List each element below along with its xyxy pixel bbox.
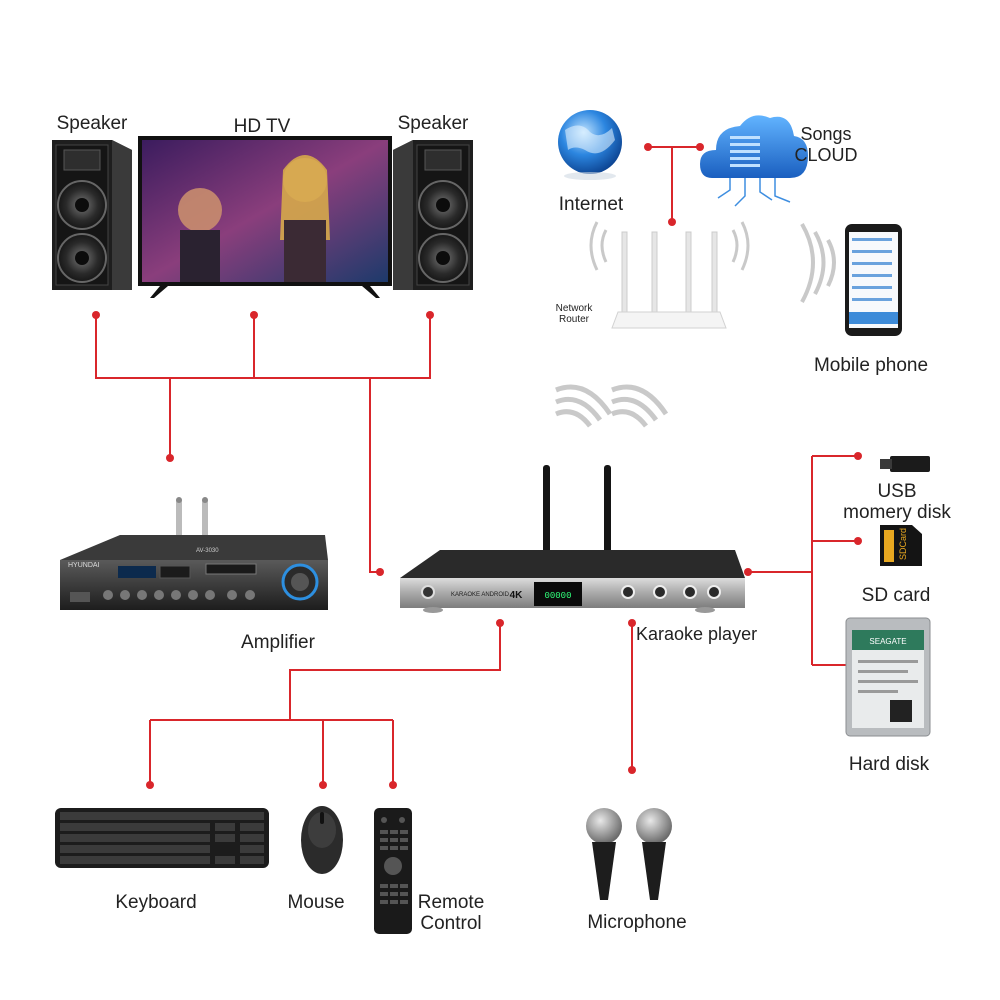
- label-mobile-phone: Mobile phone: [813, 355, 929, 376]
- hard-disk-image: SEAGATE: [845, 617, 931, 737]
- line-player-peripherals: [289, 623, 501, 720]
- svg-text:00000: 00000: [544, 591, 571, 601]
- amplifier-image: [60, 497, 328, 610]
- label-hd-tv: HD TV: [233, 116, 291, 137]
- cloud-image: [700, 115, 808, 207]
- svg-text:SEAGATE: SEAGATE: [869, 637, 906, 646]
- keyboard-image: [55, 808, 269, 868]
- label-amplifier: Amplifier: [241, 632, 315, 653]
- label-remote-2: Control: [420, 913, 482, 934]
- svg-text:4K: 4K: [510, 590, 524, 601]
- label-microphone: Microphone: [587, 912, 687, 933]
- line-speaker-left: [95, 315, 431, 379]
- hd-tv-image: [138, 136, 392, 298]
- svg-text:SDCard: SDCard: [898, 528, 908, 560]
- mobile-phone-image: [800, 222, 902, 336]
- remote-control-image: [374, 808, 412, 934]
- speaker-right-image: [393, 140, 473, 290]
- amp-model-text: AV-3030: [196, 548, 219, 554]
- label-hard-disk: Hard disk: [848, 754, 930, 775]
- label-remote-1: Remote: [417, 892, 485, 913]
- label-usb-2: momery disk: [843, 502, 951, 523]
- amp-brand-text: HYUNDAI: [68, 562, 100, 569]
- usb-disk-image: [880, 456, 930, 472]
- label-karaoke-player: Karaoke player: [636, 624, 758, 644]
- router-image: [589, 221, 750, 329]
- svg-text:KARAOKE ANDROID: KARAOKE ANDROID: [451, 592, 510, 598]
- label-usb-1: USB: [877, 481, 917, 502]
- sd-card-image: SDCard: [880, 525, 922, 566]
- label-internet: Internet: [558, 194, 624, 215]
- microphone-image: [586, 808, 672, 900]
- label-speaker-right: Speaker: [397, 113, 469, 134]
- label-songs-cloud-1: Songs: [800, 124, 852, 144]
- label-network-router-2: Router: [558, 314, 590, 325]
- label-speaker-left: Speaker: [56, 113, 128, 134]
- karaoke-player-image: 00000 KARAOKE ANDROID 4K: [400, 465, 745, 613]
- speaker-left-image: [52, 140, 132, 290]
- wifi-waves: [555, 384, 669, 428]
- label-network-router-1: Network: [555, 303, 593, 314]
- label-keyboard: Keyboard: [115, 892, 197, 913]
- label-sd-card: SD card: [861, 585, 931, 606]
- mouse-image: [301, 806, 343, 874]
- globe-image: [558, 110, 622, 180]
- label-songs-cloud-2: CLOUD: [794, 145, 858, 165]
- label-mouse: Mouse: [287, 892, 345, 913]
